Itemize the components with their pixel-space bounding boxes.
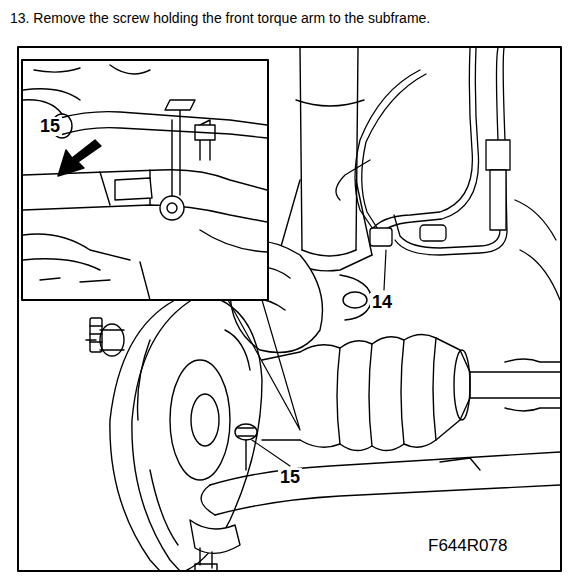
brake-hoses — [336, 48, 560, 300]
callout-number: 14 — [370, 293, 394, 312]
brake-disc — [86, 295, 262, 570]
callout-number: 15 — [278, 468, 302, 487]
figure-frame — [18, 47, 561, 571]
torque-arm-screw — [235, 424, 257, 470]
figure-code: F644R078 — [426, 536, 509, 556]
drive-shaft — [262, 334, 560, 450]
callout-number: 15 — [38, 117, 62, 136]
step-instruction: 13. Remove the screw holding the front t… — [10, 10, 430, 26]
wheel-stud — [90, 318, 102, 352]
inset-detail — [23, 65, 267, 299]
pointer-arrow — [58, 140, 101, 176]
detail-inset — [22, 60, 268, 300]
